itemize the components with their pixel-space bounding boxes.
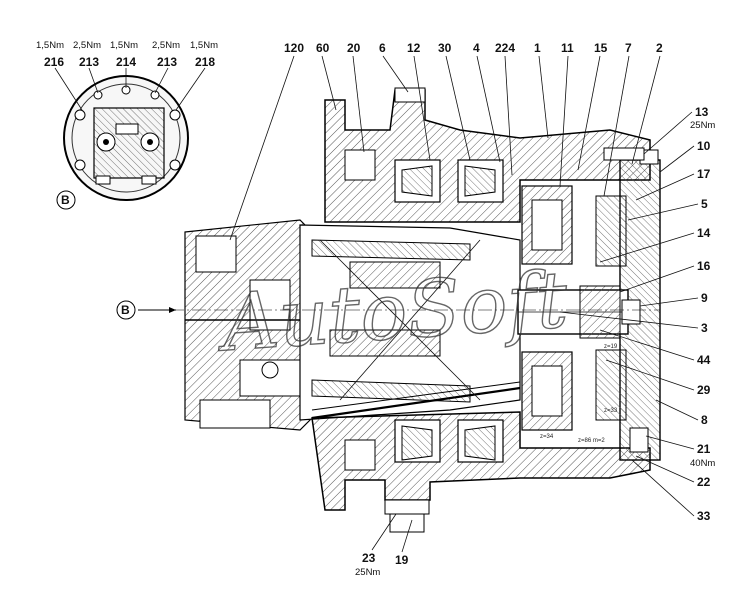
upper-bearings bbox=[344, 149, 504, 203]
gear-note-z19: z=19 bbox=[604, 344, 618, 350]
callout-15: 15 bbox=[594, 41, 608, 55]
callout-60: 60 bbox=[316, 41, 330, 55]
item-213a: 213 bbox=[79, 55, 99, 69]
callout-44: 44 bbox=[697, 353, 711, 367]
right-leader-lines bbox=[559, 111, 699, 517]
callout-29: 29 bbox=[697, 383, 711, 397]
callout-19: 19 bbox=[395, 553, 409, 567]
torque-23: 25Nm bbox=[355, 567, 380, 578]
callout-14: 14 bbox=[697, 226, 711, 240]
top-callouts: 120 60 20 6 12 30 4 224 1 11 15 7 2 bbox=[229, 41, 663, 241]
right-callouts: 13 25Nm 10 17 5 14 16 9 3 44 29 8 21 40N… bbox=[559, 105, 715, 523]
view-b-item-labels: 216 213 214 213 218 bbox=[44, 55, 215, 69]
callout-30: 30 bbox=[438, 41, 452, 55]
callout-8: 8 bbox=[701, 413, 708, 427]
view-b-marker: B bbox=[56, 190, 76, 210]
planetary-gear-stage bbox=[517, 185, 641, 431]
callout-1: 1 bbox=[534, 41, 541, 55]
item-216: 216 bbox=[44, 55, 64, 69]
gear-note-z34: z=34 bbox=[540, 434, 554, 440]
gear-note-z86: z=86 m=2 bbox=[578, 438, 605, 444]
lower-bearings bbox=[344, 419, 504, 471]
callout-22: 22 bbox=[697, 475, 711, 489]
callout-23: 23 bbox=[362, 551, 376, 565]
callout-3: 3 bbox=[701, 321, 708, 335]
torque-213a: 2,5Nm bbox=[73, 40, 101, 51]
gear-note-z33: z=33 bbox=[604, 408, 618, 414]
torque-21: 40Nm bbox=[690, 458, 715, 469]
callout-7: 7 bbox=[625, 41, 632, 55]
callout-16: 16 bbox=[697, 259, 711, 273]
view-b-letter: B bbox=[61, 193, 70, 207]
motor-cross-section bbox=[170, 87, 661, 533]
section-arrow-letter: B bbox=[121, 303, 130, 317]
item-213b: 213 bbox=[157, 55, 177, 69]
callout-13: 13 bbox=[695, 105, 709, 119]
callout-11: 11 bbox=[561, 41, 574, 55]
callout-20: 20 bbox=[347, 41, 361, 55]
callout-2: 2 bbox=[656, 41, 663, 55]
torque-13: 25Nm bbox=[690, 120, 715, 131]
callout-6: 6 bbox=[379, 41, 386, 55]
callout-33: 33 bbox=[697, 509, 711, 523]
callout-120: 120 bbox=[284, 41, 304, 55]
section-arrow-b: B bbox=[116, 300, 176, 320]
callout-224: 224 bbox=[495, 41, 515, 55]
item-214: 214 bbox=[116, 55, 136, 69]
callout-12: 12 bbox=[407, 41, 421, 55]
callout-21: 21 bbox=[697, 442, 711, 456]
callout-10: 10 bbox=[697, 139, 711, 153]
bottom-callouts: 23 25Nm 19 bbox=[355, 513, 413, 578]
callout-5: 5 bbox=[701, 197, 708, 211]
view-b-torque-labels: 1,5Nm 2,5Nm 1,5Nm 2,5Nm 1,5Nm bbox=[36, 40, 218, 51]
callout-4: 4 bbox=[473, 41, 480, 55]
item-218: 218 bbox=[195, 55, 215, 69]
callout-9: 9 bbox=[701, 291, 708, 305]
torque-213b: 2,5Nm bbox=[152, 40, 180, 51]
gear-notes: z=19 z=33 z=34 z=86 m=2 bbox=[540, 344, 618, 444]
view-b-detail bbox=[54, 67, 206, 201]
torque-216: 1,5Nm bbox=[36, 40, 64, 51]
top-leader-lines bbox=[229, 55, 661, 241]
torque-214: 1,5Nm bbox=[110, 40, 138, 51]
torque-218: 1,5Nm bbox=[190, 40, 218, 51]
callout-17: 17 bbox=[697, 167, 711, 181]
